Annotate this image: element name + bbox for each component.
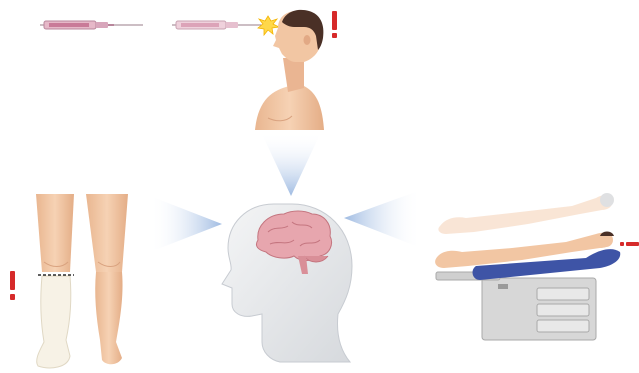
pain-spark-icon — [258, 16, 279, 35]
arrow-left — [344, 190, 421, 248]
syringe-icon-2 — [172, 21, 264, 29]
legs-icon — [36, 194, 128, 368]
arrow-right — [150, 196, 222, 252]
bedrest-alert-exclamation-icon — [620, 242, 639, 246]
pinprick-alert-exclamation-icon — [332, 11, 337, 38]
syringe-icon-1 — [40, 21, 143, 29]
floating-body-icon — [438, 193, 614, 234]
brain-head-icon — [222, 204, 352, 362]
cast-icon — [37, 276, 71, 368]
immobilization-alert-exclamation-icon — [10, 271, 15, 300]
arrow-down — [261, 132, 321, 196]
